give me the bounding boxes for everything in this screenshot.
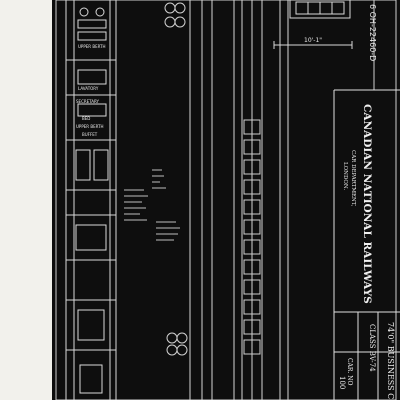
label-upper-berth: UPPER BERTH [78,44,106,49]
blueprint-print: UPPER BERTH LAVATORY SECRETARY BED UPPER… [52,0,400,400]
car-class: CLASS BV-74 [368,324,376,372]
department-label: CAR DEPARTMENT, [350,150,356,207]
car-number: 100 [338,376,346,389]
notes-column [124,169,180,241]
car-body-outline [65,0,117,400]
city-label: LONDON. [342,162,348,190]
blueprint-drawing: UPPER BERTH LAVATORY SECRETARY BED UPPER… [55,0,400,400]
dimension-label: 10'-1" [304,37,322,44]
label-bed: BED [82,116,90,121]
side-elevation [189,0,289,400]
end-view [273,0,353,49]
label-secretary: SECRETARY [76,99,100,104]
railway-title: CANADIAN NATIONAL RAILWAYS [361,104,373,304]
floor-plan [65,0,117,400]
truck-wheels [164,2,188,356]
label-lavatory: LAVATORY [78,86,99,91]
drawing-number: 6 OH-22460-D [368,4,377,61]
window-row [243,119,261,355]
car-number-label: CAR. NO [346,358,353,386]
label-upper-berth-2: UPPER BERTH [76,124,104,129]
title-block-frame [333,89,400,400]
car-description: 74'0" BUSINESS C [386,322,395,399]
label-buffet: BUFFET [82,132,98,137]
sheet-border [55,0,397,400]
